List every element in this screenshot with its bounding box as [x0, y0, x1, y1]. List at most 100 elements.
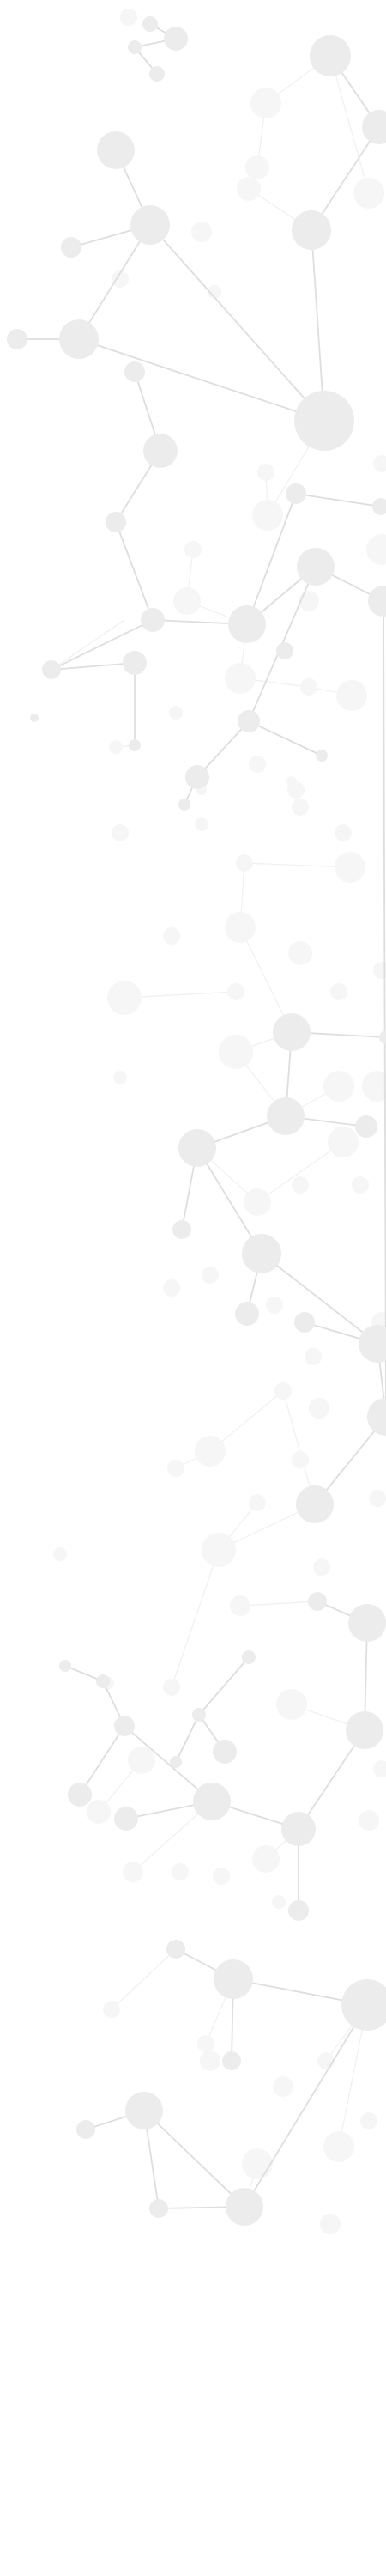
molecule-node: [367, 1398, 386, 1436]
faint-molecule-node: [257, 464, 274, 481]
faint-molecule-node: [163, 1279, 180, 1297]
molecule-node: [59, 1660, 71, 1672]
faint-molecule-node: [202, 1267, 219, 1284]
faint-molecule-node: [272, 1895, 286, 1909]
molecule-node: [355, 1115, 377, 1138]
connection-line: [149, 224, 325, 422]
connection-line: [311, 229, 325, 422]
molecule-node: [379, 1030, 386, 1044]
connection-line: [209, 1390, 284, 1452]
faint-molecule-node: [195, 1436, 226, 1467]
faint-molecule-node: [113, 1071, 127, 1084]
faint-molecule-node: [335, 852, 365, 883]
molecule-node: [128, 40, 142, 54]
faint-molecule-node: [169, 706, 183, 720]
faint-molecule-node: [274, 1382, 292, 1400]
faint-molecule-nodes: [53, 9, 386, 2234]
connection-line: [198, 1656, 250, 1716]
faint-molecule-node: [292, 1451, 309, 1468]
connection-line: [256, 1141, 344, 1203]
molecule-node: [267, 1097, 305, 1135]
faint-molecule-node: [163, 1679, 180, 1696]
faint-molecule-node: [323, 2131, 354, 2162]
connection-line: [115, 521, 154, 621]
faint-molecule-node: [249, 1494, 266, 1511]
molecule-node: [226, 2188, 263, 2226]
molecule-node: [7, 329, 27, 349]
faint-molecule-node: [373, 1760, 386, 1777]
faint-molecule-node: [373, 962, 386, 979]
faint-molecule-node: [286, 776, 297, 787]
connection-line: [248, 720, 323, 756]
molecule-node: [222, 2051, 241, 2070]
molecule-node: [359, 1325, 386, 1363]
molecule-node: [97, 131, 135, 169]
faint-molecule-node: [366, 534, 386, 565]
molecule-node: [368, 586, 386, 617]
faint-molecule-node: [172, 1863, 189, 1880]
connection-line: [51, 619, 154, 671]
connection-line: [78, 338, 325, 422]
molecule-node: [316, 750, 328, 762]
faint-molecule-node: [236, 854, 253, 872]
molecule-node: [185, 765, 209, 789]
faint-molecule-node: [292, 799, 309, 816]
connection-line: [261, 1253, 378, 1345]
molecule-node: [59, 319, 99, 359]
molecule-node: [149, 66, 165, 82]
molecule-node: [170, 1756, 182, 1768]
molecule-node: [61, 237, 81, 258]
molecule-node: [296, 1485, 334, 1523]
faint-molecule-node: [305, 1348, 322, 1365]
molecule-node: [124, 361, 145, 382]
molecule-node: [68, 1783, 92, 1807]
molecule-node: [242, 1650, 256, 1664]
molecule-node: [286, 483, 306, 504]
molecule-node: [166, 1940, 185, 1959]
faint-molecule-node: [163, 927, 180, 945]
molecule-node: [192, 1708, 206, 1722]
molecule-node: [178, 799, 190, 811]
molecule-node: [228, 605, 266, 643]
faint-molecule-node: [369, 1490, 386, 1507]
connection-line: [244, 862, 351, 868]
connection-line: [143, 2110, 245, 2208]
faint-molecule-node: [112, 824, 129, 841]
molecule-node: [238, 710, 260, 732]
faint-molecule-node: [353, 178, 384, 209]
molecule-node: [114, 1716, 135, 1736]
connection-line: [196, 720, 250, 778]
faint-molecule-node: [309, 1398, 329, 1419]
molecule-node: [308, 1592, 327, 1611]
faint-molecule-node: [300, 678, 317, 696]
molecule-node: [273, 1013, 311, 1051]
connection-line: [111, 1948, 177, 2010]
faint-molecule-node: [317, 2052, 335, 2069]
molecule-node: [235, 1302, 259, 1326]
molecule-node: [288, 1900, 309, 1921]
faint-molecule-node: [352, 1176, 369, 1194]
faint-molecule-node: [173, 587, 201, 615]
molecule-node: [143, 434, 178, 468]
faint-molecule-node: [202, 1533, 236, 1567]
faint-molecule-node: [123, 1862, 143, 1882]
molecule-node: [297, 548, 335, 586]
connection-line: [239, 1601, 318, 1607]
faint-molecule-node: [237, 177, 261, 201]
molecule-node: [281, 1812, 316, 1846]
faint-molecule-node: [245, 155, 269, 179]
faint-molecule-node: [288, 941, 312, 965]
molecule-node: [346, 1711, 383, 1749]
faint-molecule-node: [273, 2076, 293, 2097]
faint-molecule-node: [107, 981, 142, 1015]
faint-molecule-node: [213, 1868, 230, 1885]
connection-line: [51, 619, 125, 671]
faint-molecule-node: [313, 1558, 330, 1576]
connection-line: [311, 126, 380, 231]
faint-molecule-node: [320, 2214, 341, 2234]
connection-line: [175, 1714, 200, 1763]
molecule-node: [172, 1220, 191, 1239]
connection-line: [78, 224, 151, 340]
